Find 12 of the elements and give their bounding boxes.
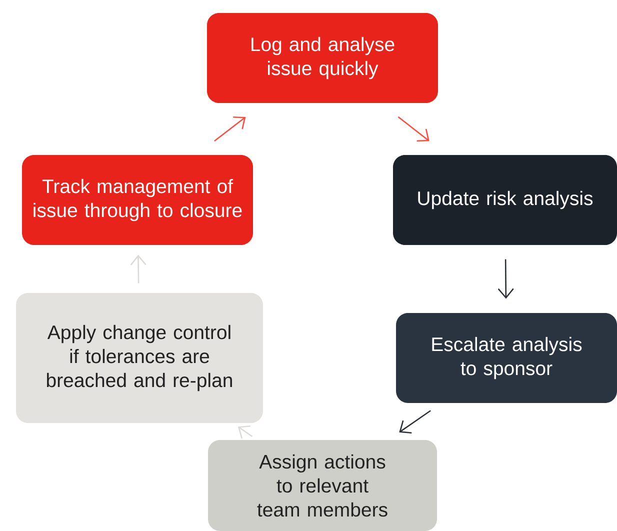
process-box: Update risk analysis	[393, 155, 617, 245]
arrow	[214, 116, 246, 142]
process-box: Assign actions to relevant team members	[208, 440, 437, 531]
arrow	[130, 254, 146, 284]
process-box: Apply change control if tolerances are breached and re-plan	[16, 293, 263, 423]
process-box: Escalate analysis to sponsor	[396, 313, 617, 403]
arrow	[498, 259, 514, 299]
arrow	[238, 425, 252, 439]
process-box: Log and analyse issue quickly	[207, 13, 438, 103]
arrow	[398, 116, 430, 142]
process-box: Track management of issue through to closure	[22, 155, 253, 245]
arrow	[399, 410, 431, 434]
